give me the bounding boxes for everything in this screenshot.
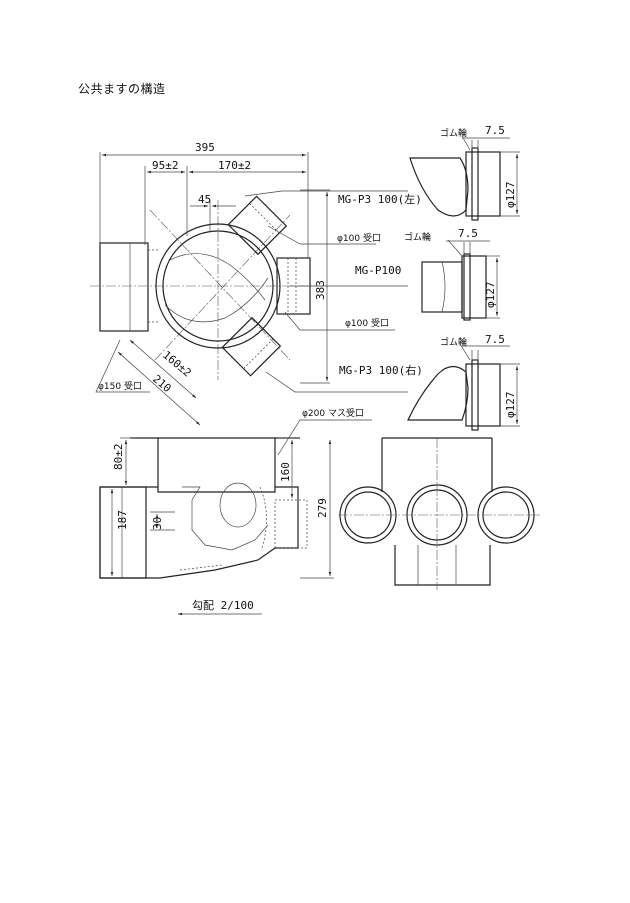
label-mg-p3-left: MG-P3 100(左) [338, 193, 422, 206]
fitting-3-ring: ゴム輪 [440, 336, 467, 348]
dim-279: 279 [316, 498, 329, 518]
fitting-1-gap: 7.5 [485, 124, 505, 137]
label-200: φ200 マス受口 [302, 407, 364, 419]
fitting-3-dia: φ127 [504, 392, 517, 419]
lower-branch [221, 316, 282, 377]
fitting-2-ring: ゴム輪 [404, 231, 431, 243]
page-title: 公共ますの構造 [78, 82, 166, 96]
dim-170: 170±2 [218, 159, 251, 172]
dim-187: 187 [116, 510, 129, 530]
section-body [99, 486, 299, 579]
dim-80: 80±2 [112, 444, 125, 471]
fitting-1-ring: ゴム輪 [440, 127, 467, 139]
fitting-3-gap: 7.5 [485, 333, 505, 346]
label-inlet-100-bottom: φ100 受口 [345, 317, 389, 329]
fitting-mg-p3-left: φ127 7.5 ゴム輪 [409, 124, 520, 221]
label-inlet-150: φ150 受口 [98, 380, 142, 392]
dim-95: 95±2 [152, 159, 179, 172]
fitting-2-dia: φ127 [484, 282, 497, 309]
label-mg-p100: MG-P100 [355, 264, 401, 277]
label-inlet-100-top: φ100 受口 [337, 232, 381, 244]
fitting-2-gap: 7.5 [458, 227, 478, 240]
dim-160: 160±2 [160, 348, 194, 379]
fitting-mg-p3-right: φ127 7.5 ゴム輪 [407, 333, 520, 431]
dim-210: 210 [150, 372, 174, 395]
main-chamber-outer [155, 223, 281, 349]
plan-view: 395 95±2 170±2 45 383 160±2 210 φ150 受口 … [90, 141, 423, 426]
label-slope: 勾配 2/100 [192, 599, 254, 612]
section-view: 80±2 160 279 187 30 φ200 マス受口 勾配 2/100 [99, 407, 372, 616]
elevation-view [338, 437, 540, 590]
main-chamber-inner [162, 230, 274, 342]
fitting-1-dia: φ127 [504, 182, 517, 209]
label-mg-p3-right: MG-P3 100(右) [339, 363, 423, 377]
inlet-150 [99, 242, 149, 332]
dim-160-section: 160 [279, 462, 292, 482]
dim-395: 395 [195, 141, 215, 154]
dim-45: 45 [198, 193, 211, 206]
dim-30: 30 [151, 517, 164, 530]
dim-383: 383 [314, 280, 327, 300]
upper-branch [227, 195, 288, 256]
fitting-mg-p100: φ127 7.5 ゴム輪 [404, 227, 500, 321]
